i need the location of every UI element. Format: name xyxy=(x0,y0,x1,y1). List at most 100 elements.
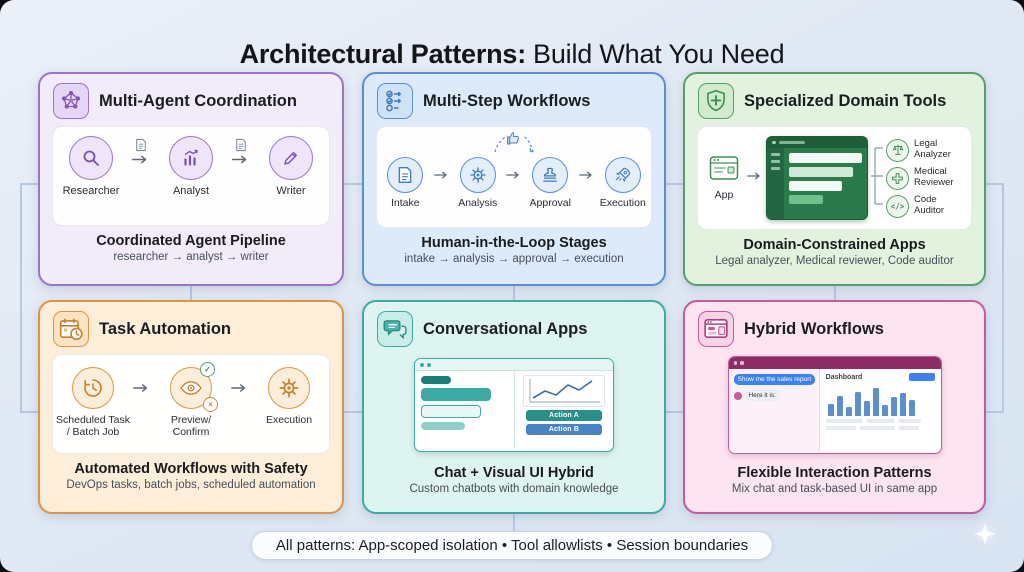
card-header: Multi-Agent Coordination xyxy=(40,74,342,124)
card-conversational-apps: Conversational Apps xyxy=(362,300,666,514)
connector-line xyxy=(666,183,683,185)
stage-intake: Intake xyxy=(377,157,434,209)
pipeline-step-writer: Writer xyxy=(256,136,326,197)
avatar xyxy=(733,391,742,400)
chat-bubble xyxy=(421,376,451,384)
card-caption: Flexible Interaction Patterns Mix chat a… xyxy=(685,465,984,495)
agent-label: Researcher xyxy=(62,185,120,197)
stage-approval: Approval xyxy=(522,157,579,209)
caption-title: Domain-Constrained Apps xyxy=(743,237,926,253)
card-task-automation: Task Automation Scheduled Task / Batch J… xyxy=(38,300,344,514)
researcher-magnifier-icon xyxy=(69,136,113,180)
connector-line xyxy=(513,286,515,300)
tool-list: Legal Analyzer Medical Reviewer xyxy=(886,138,965,218)
automation-flow-diagram: Scheduled Task / Batch Job ✓ × xyxy=(52,354,330,454)
window-chat-icon xyxy=(698,311,734,347)
mockup-content xyxy=(784,148,867,219)
execution-gear-icon xyxy=(268,367,310,409)
step-label: Scheduled Task / Batch Job xyxy=(56,414,130,439)
tool-label: Legal Analyzer xyxy=(914,138,951,160)
flow-arrow-icon xyxy=(747,169,763,187)
agent-pipeline-diagram: Researcher Analyst xyxy=(52,126,330,226)
tool-label: Code Auditor xyxy=(914,194,945,216)
flow-arrow-icon xyxy=(506,168,522,186)
caption-subtitle: Mix chat and task-based UI in same app xyxy=(731,483,938,495)
stage-label: Analysis xyxy=(458,197,498,209)
card-title: Multi-Agent Coordination xyxy=(99,91,297,110)
connector-line xyxy=(190,286,192,300)
caption-subtitle: DevOps tasks, batch jobs, scheduled auto… xyxy=(66,479,316,491)
calendar-clock-icon xyxy=(53,311,89,347)
pipeline-step-researcher: Researcher xyxy=(56,136,126,197)
card-header: Conversational Apps xyxy=(364,302,664,352)
mockup-dashboard-pane: Dashboard xyxy=(820,369,941,451)
workflow-stages-diagram: Intake Analysis xyxy=(376,126,652,228)
step-scheduled-task: Scheduled Task / Batch Job xyxy=(53,367,133,438)
assistant-message-row: Here it is: xyxy=(733,390,814,402)
flow-arrow-icon xyxy=(133,381,151,399)
step-preview-confirm: ✓ × Preview/ Confirm xyxy=(151,362,231,439)
mockup-body: Action A Action B xyxy=(415,371,613,449)
code-auditor-icon: </> xyxy=(886,194,909,218)
caption-subtitle: researcher → analyst → writer xyxy=(113,251,269,263)
chat-app-mockup-area: Action A Action B xyxy=(364,352,664,458)
domain-tools-diagram: App xyxy=(697,126,972,230)
mockup-titlebar xyxy=(728,357,941,369)
stage-execution: Execution xyxy=(595,157,652,209)
app-label: App xyxy=(714,189,734,201)
analyst-chart-icon xyxy=(169,136,213,180)
connector-line xyxy=(666,411,683,413)
agent-label: Writer xyxy=(276,185,306,197)
mockup-body xyxy=(767,148,867,219)
footer-note-pill: All patterns: App-scoped isolation • Too… xyxy=(250,531,774,560)
execution-rocket-icon xyxy=(604,157,641,193)
mockup-titlebar xyxy=(415,359,613,371)
mockup-visual-pane: Action A Action B xyxy=(514,371,613,449)
stage-label: Approval xyxy=(529,197,571,209)
chat-app-mockup: Action A Action B xyxy=(414,358,614,452)
analysis-gears-icon xyxy=(459,157,496,193)
card-title: Task Automation xyxy=(99,319,232,338)
step-execution: Execution xyxy=(249,367,329,426)
intake-document-icon xyxy=(387,157,424,193)
connector-line xyxy=(20,411,38,413)
card-title: Multi-Step Workflows xyxy=(423,91,591,110)
dashboard-title: Dashboard xyxy=(825,373,863,381)
card-header: Task Automation xyxy=(40,302,342,352)
stage-label: Intake xyxy=(390,197,420,209)
tool-legal-analyzer: Legal Analyzer xyxy=(886,138,965,162)
preview-eye-icon: ✓ × xyxy=(170,362,218,412)
stage-analysis: Analysis xyxy=(450,157,507,209)
dashboard-mini-bar-chart xyxy=(826,384,935,416)
tool-code-auditor: </> Code Auditor xyxy=(886,194,965,218)
card-caption: Automated Workflows with Safety DevOps t… xyxy=(40,461,342,491)
x-badge-icon: × xyxy=(203,397,218,412)
mockup-row xyxy=(789,153,862,163)
card-title: Specialized Domain Tools xyxy=(744,91,947,110)
tool-label: Medical Reviewer xyxy=(914,166,954,188)
chat-bubble xyxy=(421,405,481,418)
step-label: Preview/ Confirm xyxy=(170,414,212,439)
step-label: Execution xyxy=(265,414,313,426)
hybrid-app-mockup-area: Show me the sales report Here it is: Das… xyxy=(685,352,984,458)
flow-arrow-icon xyxy=(433,168,450,186)
mockup-row xyxy=(789,181,842,191)
approval-stamp-icon xyxy=(532,157,569,193)
caption-title: Automated Workflows with Safety xyxy=(74,461,308,477)
chat-bubbles-icon xyxy=(377,311,413,347)
app-window-icon xyxy=(709,155,739,186)
card-caption: Human-in-the-Loop Stages intake → analys… xyxy=(364,235,664,265)
connector-line xyxy=(20,183,38,185)
flow-arrow-icon xyxy=(578,168,595,186)
domain-app-screenshot-mockup xyxy=(766,136,868,220)
mockup-titlebar xyxy=(767,137,867,148)
action-a-button: Action A xyxy=(526,410,602,421)
thumbs-up-icon xyxy=(489,128,539,161)
chart-thumbnail xyxy=(523,375,605,407)
connector-line xyxy=(344,183,362,185)
card-specialized-domain-tools: Specialized Domain Tools App xyxy=(683,72,986,286)
user-message-pill: Show me the sales report xyxy=(733,374,816,386)
dashboard-header: Dashboard xyxy=(826,373,935,381)
shield-plus-icon xyxy=(698,83,734,119)
